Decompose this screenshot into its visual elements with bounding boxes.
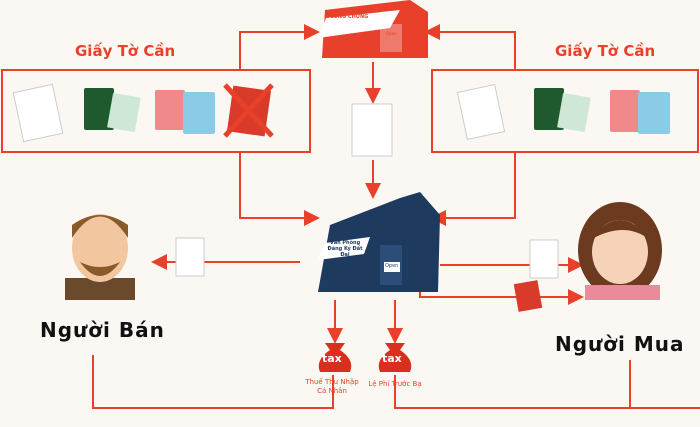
notary-sign: CÔNG CHỨNG [330, 14, 369, 20]
red-book-icon [513, 280, 543, 312]
land-office-sign-line1: Văn Phòng [329, 240, 361, 246]
arrow-left-box-to-office [239, 152, 320, 226]
land-registration-office-icon [318, 192, 440, 292]
notary-office-icon [318, 0, 428, 58]
contract-document-icon [351, 103, 393, 157]
arrow-right-box-to-notary [424, 24, 516, 70]
left-documents-label: Giấy Tờ Cần [75, 42, 176, 60]
buyer-avatar [578, 202, 662, 300]
tax-bag-1-text: tax [322, 352, 342, 365]
land-office-sign-line2: Đăng Ký Đất Đai [327, 246, 363, 258]
seller-avatar [65, 214, 135, 300]
arrow-left-box-to-notary [239, 24, 320, 70]
tax-bag-icon [378, 343, 412, 372]
tax-caption-income: Thuế Thu Nhập Cá Nhân [305, 378, 359, 395]
arrow-right-box-to-office [430, 152, 516, 226]
document-to-seller-icon [175, 237, 205, 277]
tax-bag-icon [318, 343, 352, 372]
tax-caption-registration-fee: Lệ Phí Trước Bạ [368, 380, 422, 388]
notary-door-sign: Open [386, 31, 397, 36]
line-seller-to-tax [92, 355, 334, 409]
left-documents [12, 83, 274, 143]
right-documents-label: Giấy Tờ Cần [555, 42, 656, 60]
seller-label: Người Bán [40, 318, 165, 342]
right-documents-box [431, 69, 699, 153]
buyer-label: Người Mua [555, 332, 685, 356]
tax-bag-2-text: tax [382, 352, 402, 365]
line-buyer-to-tax [394, 360, 631, 409]
door-open-sign: Open [385, 263, 399, 269]
arrow-office-to-buyer-2 [419, 285, 584, 305]
left-documents-box [1, 69, 311, 153]
document-to-buyer-icon [529, 239, 559, 279]
right-documents [456, 83, 670, 141]
land-office-sign: Văn Phòng Đăng Ký Đất Đai [324, 240, 366, 258]
